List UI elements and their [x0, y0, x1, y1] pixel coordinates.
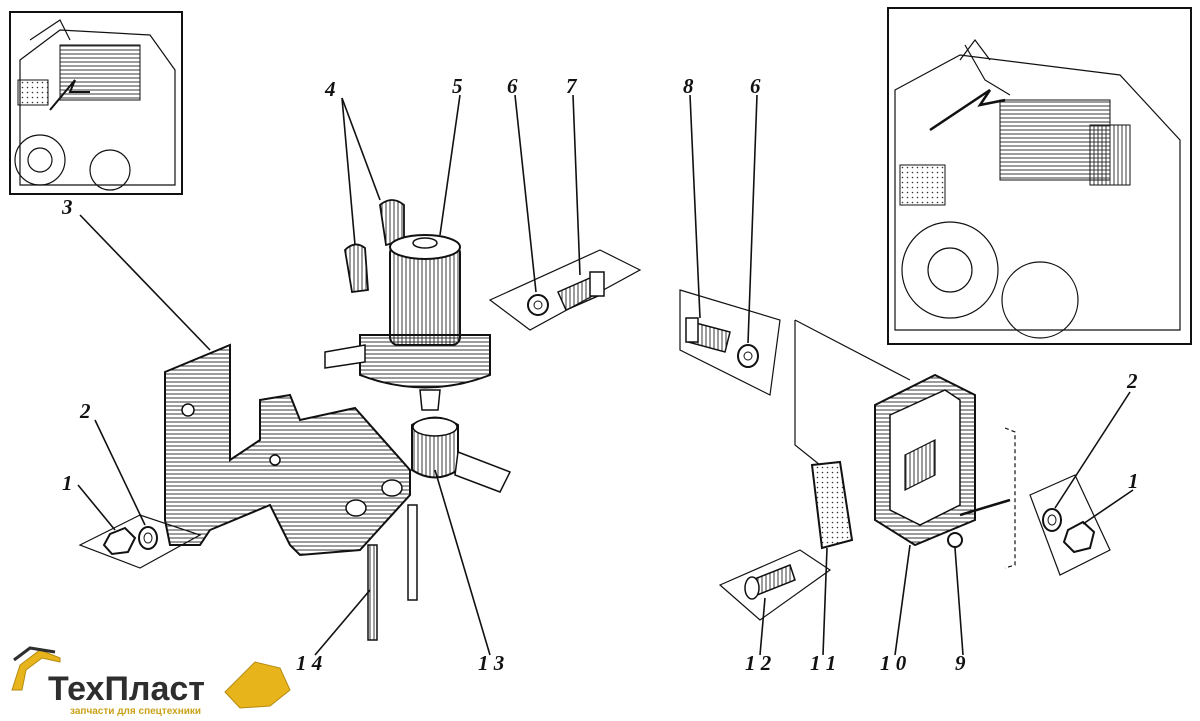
- housing-part-10: [794, 319, 1011, 548]
- callout-12: 1 2: [745, 651, 772, 675]
- logo-tagline: запчасти для спецтехники: [70, 706, 201, 717]
- leader-lines: [77, 94, 1134, 656]
- callout-8: 8: [683, 74, 694, 98]
- callout-1-right: 1: [1128, 469, 1139, 493]
- callout-2-left: 2: [79, 399, 91, 423]
- screw-part-12: [718, 549, 832, 621]
- bracket-part-3: [164, 343, 411, 557]
- callout-11: 1 1: [810, 651, 836, 675]
- callout-7: 7: [566, 74, 578, 98]
- callout-6-b: 6: [750, 74, 761, 98]
- wire-guide: [1004, 427, 1016, 569]
- fastener-set-right: [1029, 474, 1111, 576]
- loader-bucket-icon: [224, 661, 291, 709]
- callout-5: 5: [452, 74, 463, 98]
- callout-labels: 1 2 3 4 5 6 7 8 6 2 1 9 1 0 1 1 1 2 1 3 …: [61, 74, 1139, 675]
- inset-vehicle-left: [9, 11, 183, 195]
- inset-vehicle-right: [887, 7, 1192, 345]
- gasket-part-11: [810, 460, 854, 550]
- callout-10: 1 0: [880, 651, 907, 675]
- fastener-set-6-7: [488, 249, 642, 331]
- fastener-set-left: [78, 514, 202, 569]
- techplast-logo: ТехПласт запчасти для спецтехники: [11, 646, 291, 717]
- excavator-arm-icon: [11, 649, 61, 691]
- callout-2-right: 2: [1126, 369, 1138, 393]
- fastener-set-8-6: [679, 289, 781, 396]
- fuel-filter-assembly: [324, 199, 512, 493]
- logo-name: ТехПласт: [48, 670, 205, 708]
- callout-9: 9: [955, 651, 966, 675]
- callout-14: 1 4: [296, 651, 322, 675]
- callout-13: 1 3: [478, 651, 504, 675]
- callout-1-left: 1: [62, 471, 73, 495]
- callout-6-a: 6: [507, 74, 518, 98]
- callout-4: 4: [324, 77, 336, 101]
- callout-3: 3: [61, 195, 73, 219]
